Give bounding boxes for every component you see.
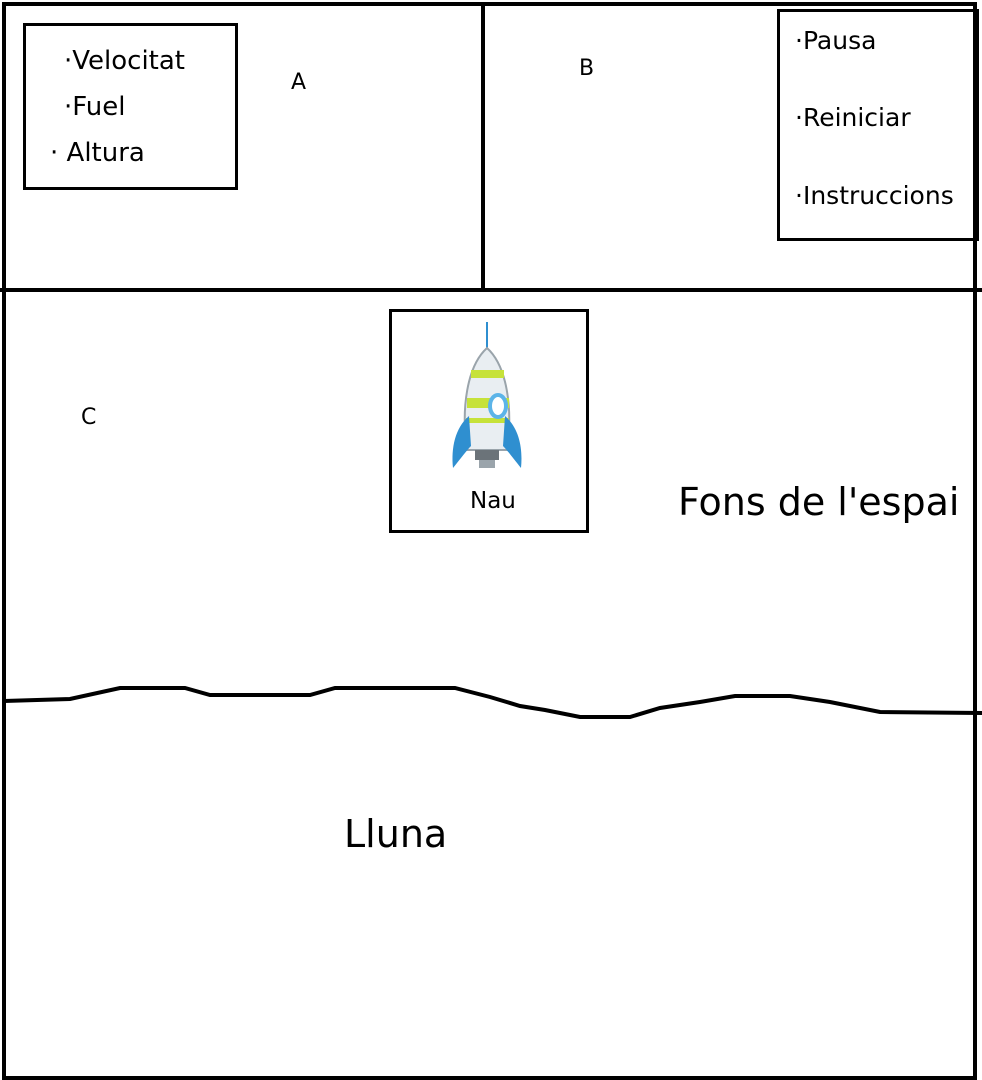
panel-b-letter: B [579,56,595,81]
header-divider [0,288,982,292]
menu-reiniciar[interactable]: ·Reiniciar [795,103,911,132]
outer-frame-left [2,2,6,1079]
menu-pausa[interactable]: ·Pausa [795,26,877,55]
ship-box [389,309,589,533]
panel-a-letter: A [291,70,307,95]
moon-label: Lluna [344,812,448,856]
stat-fuel: ·Fuel [64,92,126,122]
space-background-label: Fons de l'espai [678,480,960,524]
ship-label: Nau [470,488,516,514]
outer-frame-top [2,2,977,6]
rocket-icon [452,322,522,468]
menu-instruccions[interactable]: ·Instruccions [795,181,954,210]
stats-box: ·Velocitat ·Fuel · Altura [23,23,238,190]
panel-c-letter: C [81,405,97,430]
stat-altura: · Altura [50,138,145,168]
outer-frame-bottom [2,1076,977,1080]
menu-box: ·Pausa ·Reiniciar ·Instruccions [777,9,979,241]
stat-velocitat: ·Velocitat [64,46,185,76]
panel-separator [481,2,485,292]
outer-frame-right [973,2,977,1079]
